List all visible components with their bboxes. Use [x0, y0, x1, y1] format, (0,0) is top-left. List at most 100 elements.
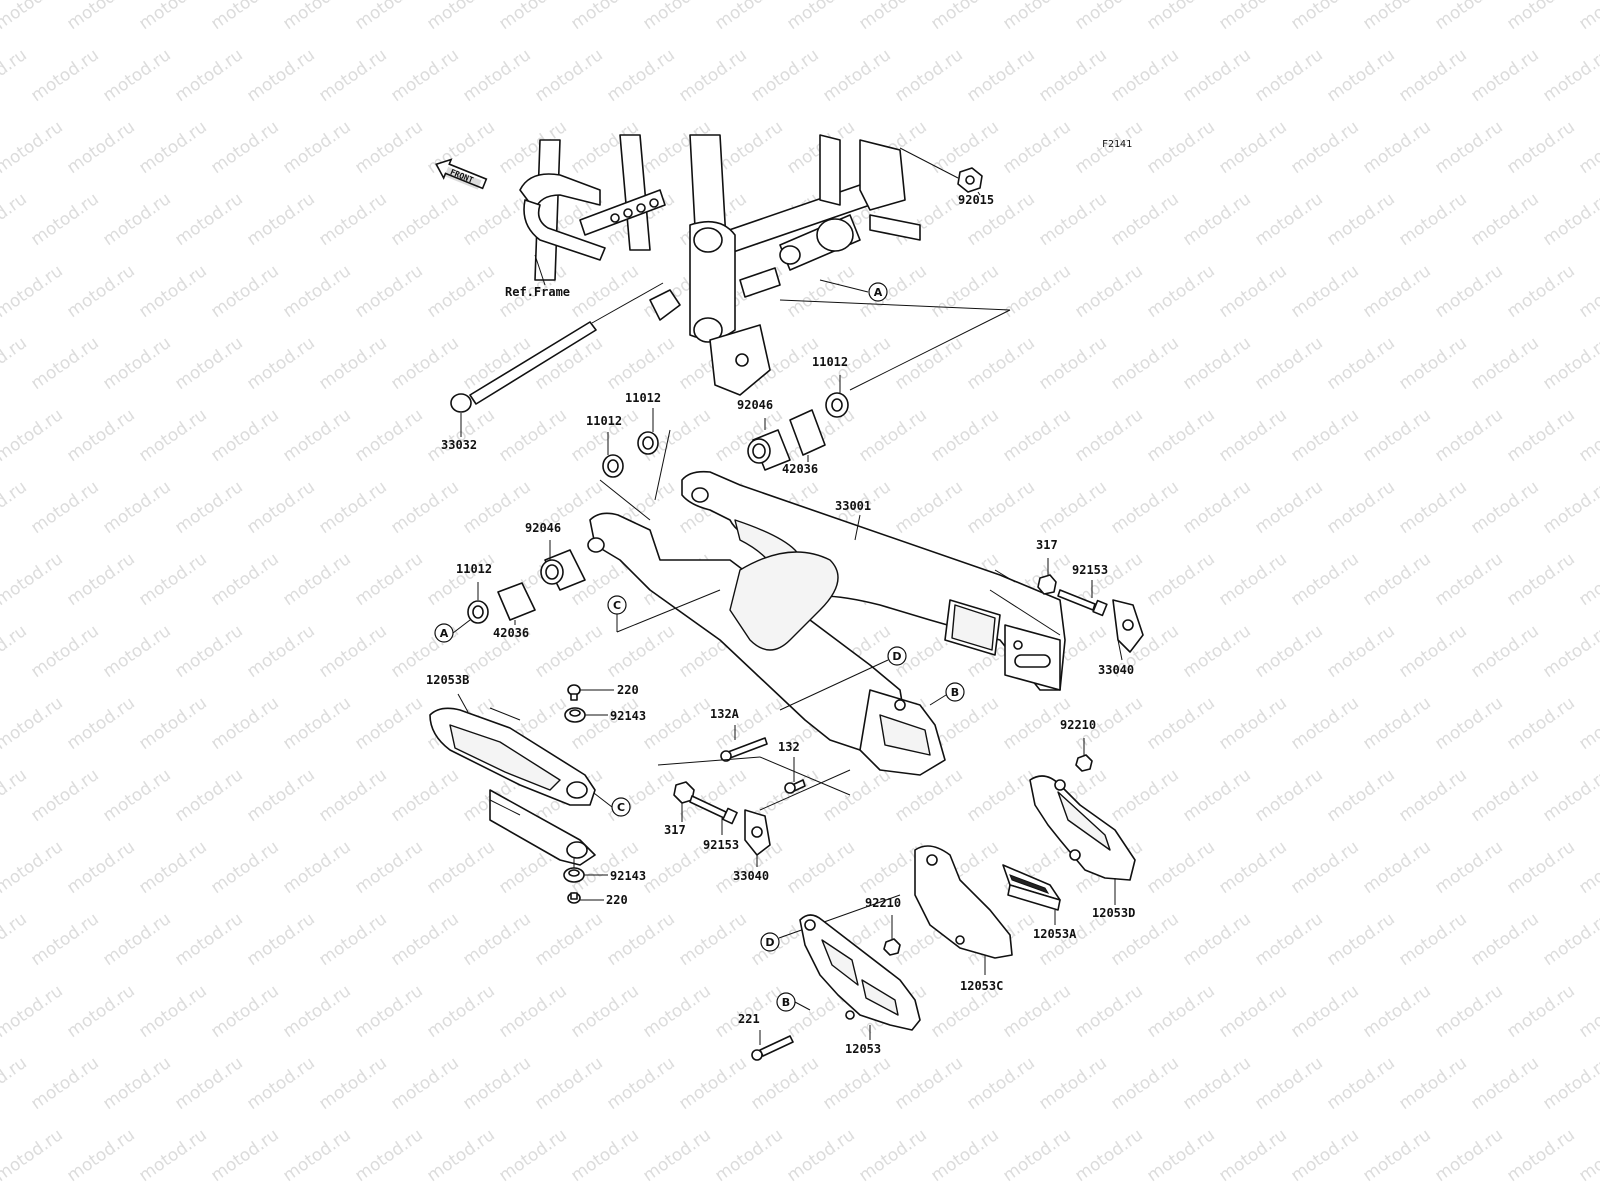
label-220-lower: 220 — [606, 893, 628, 907]
watermark-text: motod.ru — [999, 405, 1074, 466]
watermark-text: motod.ru — [1431, 261, 1506, 322]
watermark-text: motod.ru — [351, 837, 426, 898]
watermark-text: motod.ru — [459, 1053, 534, 1114]
part-92153-bolt-upper — [1057, 580, 1108, 617]
watermark-text: motod.ru — [1395, 189, 1470, 250]
label-92143-lower: 92143 — [610, 869, 646, 883]
watermark-text: motod.ru — [819, 1053, 894, 1114]
watermark-text: motod.ru — [855, 405, 930, 466]
watermark-text: motod.ru — [171, 189, 246, 250]
watermark-text: motod.ru — [927, 261, 1002, 322]
watermark-text: motod.ru — [99, 909, 174, 970]
watermark-text: motod.ru — [135, 405, 210, 466]
watermark-text: motod.ru — [603, 621, 678, 682]
watermark-text: motod.ru — [243, 333, 318, 394]
watermark-text: motod.ru — [1539, 189, 1600, 250]
watermark-text: motod.ru — [63, 261, 138, 322]
svg-text:C: C — [617, 801, 625, 814]
watermark-text: motod.ru — [0, 405, 67, 466]
watermark-text: motod.ru — [1431, 1125, 1506, 1186]
part-11012-seal-upper — [825, 375, 849, 418]
part-11012-seal-left — [452, 582, 489, 634]
watermark-text: motod.ru — [1323, 189, 1398, 250]
watermark-text: motod.ru — [459, 909, 534, 970]
watermark-text: motod.ru — [1503, 1125, 1578, 1186]
watermark-text: motod.ru — [423, 837, 498, 898]
watermark-text: motod.ru — [1215, 117, 1290, 178]
part-132A-bolt — [720, 725, 768, 762]
front-arrow-icon: FRONT — [435, 158, 488, 190]
watermark-text: motod.ru — [171, 333, 246, 394]
callout-a-upper: A — [819, 279, 888, 302]
label-92046-left: 92046 — [525, 521, 561, 535]
watermark-text: motod.ru — [1107, 45, 1182, 106]
watermark-text: motod.ru — [1179, 333, 1254, 394]
watermark-text: motod.ru — [27, 765, 102, 826]
watermark-text: motod.ru — [1179, 45, 1254, 106]
part-92143-collar-lower — [563, 858, 608, 883]
watermark-text: motod.ru — [171, 477, 246, 538]
watermark-text: motod.ru — [1035, 333, 1110, 394]
label-33032: 33032 — [441, 438, 477, 452]
watermark-text: motod.ru — [1395, 45, 1470, 106]
label-12053C: 12053C — [960, 979, 1003, 993]
part-33040-adjuster-lower — [744, 809, 771, 867]
watermark-text: motod.ru — [1251, 45, 1326, 106]
watermark-text: motod.ru — [135, 261, 210, 322]
watermark-text: motod.ru — [207, 1125, 282, 1186]
watermark-text: motod.ru — [279, 0, 354, 34]
watermark-text: motod.ru — [135, 549, 210, 610]
watermark-text: motod.ru — [99, 45, 174, 106]
watermark-text: motod.ru — [1395, 333, 1470, 394]
watermark-text: motod.ru — [531, 621, 606, 682]
watermark-text: motod.ru — [1143, 549, 1218, 610]
watermark-text: motod.ru — [495, 0, 570, 34]
watermark-text: motod.ru — [1215, 981, 1290, 1042]
watermark-text: motod.ru — [351, 549, 426, 610]
watermark-text: motod.ru — [891, 45, 966, 106]
label-11012-middle-a: 11012 — [625, 391, 661, 405]
label-42036-upper: 42036 — [782, 462, 818, 476]
callout-b-lower: B — [776, 992, 811, 1012]
part-12053A-pad — [1002, 864, 1061, 925]
watermark-text: motod.ru — [1143, 981, 1218, 1042]
watermark-text: motod.ru — [1143, 0, 1218, 34]
watermark-text: motod.ru — [387, 909, 462, 970]
watermark-text: motod.ru — [639, 1125, 714, 1186]
watermark-text: motod.ru — [207, 693, 282, 754]
part-33040-adjuster-upper — [1112, 599, 1144, 661]
watermark-text: motod.ru — [711, 0, 786, 34]
watermark-text: motod.ru — [27, 477, 102, 538]
watermark-text: motod.ru — [639, 981, 714, 1042]
watermark-text: motod.ru — [315, 1053, 390, 1114]
watermark-text: motod.ru — [1503, 117, 1578, 178]
watermark-text: motod.ru — [1143, 117, 1218, 178]
watermark-text: motod.ru — [315, 909, 390, 970]
label-12053A: 12053A — [1033, 927, 1077, 941]
label-92153-upper: 92153 — [1072, 563, 1108, 577]
watermark-text: motod.ru — [1503, 981, 1578, 1042]
part-12053D-guard — [1029, 775, 1136, 905]
svg-text:C: C — [613, 599, 621, 612]
svg-text:D: D — [765, 936, 774, 949]
watermark-text: motod.ru — [0, 765, 31, 826]
watermark-text: motod.ru — [279, 837, 354, 898]
watermark-text: motod.ru — [567, 981, 642, 1042]
watermark-text: motod.ru — [27, 621, 102, 682]
watermark-text: motod.ru — [459, 45, 534, 106]
watermark-text: motod.ru — [315, 189, 390, 250]
watermark-text: motod.ru — [243, 45, 318, 106]
part-92046-bearing-left — [540, 540, 586, 591]
watermark-text: motod.ru — [1323, 45, 1398, 106]
watermark-text: motod.ru — [1287, 261, 1362, 322]
watermark-text: motod.ru — [639, 693, 714, 754]
watermark-text: motod.ru — [279, 1125, 354, 1186]
watermark-text: motod.ru — [1431, 549, 1506, 610]
part-33032-pivot-shaft — [450, 282, 664, 437]
watermark-text: motod.ru — [783, 261, 858, 322]
watermark-text: motod.ru — [567, 1125, 642, 1186]
watermark-text: motod.ru — [135, 981, 210, 1042]
watermark-text: motod.ru — [63, 405, 138, 466]
watermark-text: motod.ru — [1143, 837, 1218, 898]
watermark-text: motod.ru — [315, 477, 390, 538]
